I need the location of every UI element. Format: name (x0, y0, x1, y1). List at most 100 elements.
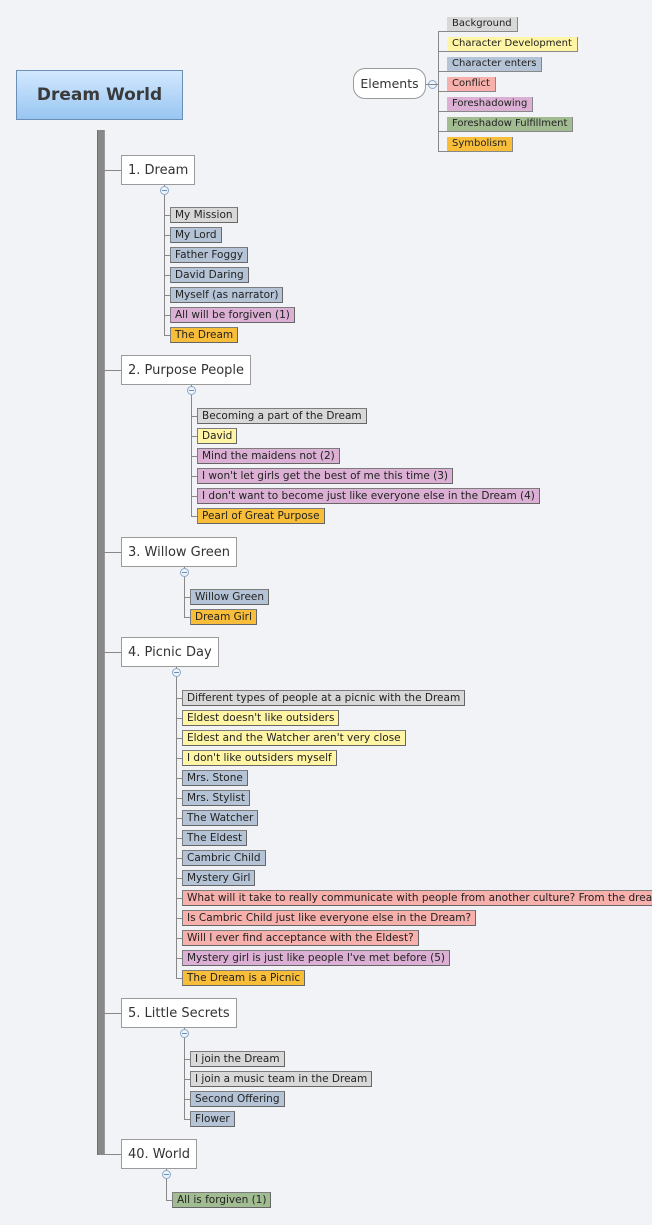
topic-connector (191, 436, 197, 437)
collapse-toggle-icon[interactable] (160, 186, 169, 195)
topic-branch-line (176, 677, 177, 978)
legend-elements-node[interactable]: Elements (353, 68, 426, 99)
legend-item-connector (438, 131, 447, 132)
topic-branch-line (164, 195, 165, 335)
topic-branch-line (184, 1038, 185, 1119)
topic-connector (164, 235, 170, 236)
chapter-connector (103, 370, 121, 371)
legend-item-connector (438, 91, 447, 92)
topic-foreshadowing[interactable]: Mystery girl is just like people I've me… (182, 950, 450, 966)
topic-connector (191, 496, 197, 497)
topic-character-enters[interactable]: The Watcher (182, 810, 259, 826)
legend-item-underline (438, 91, 568, 92)
topic-character-enters[interactable]: Cambric Child (182, 850, 266, 866)
topic-connector (191, 456, 197, 457)
chapter-connector (103, 552, 121, 553)
topic-character-development[interactable]: I don't like outsiders myself (182, 750, 337, 766)
topic-conflict[interactable]: Will I ever find acceptance with the Eld… (182, 930, 419, 946)
topic-connector (176, 758, 182, 759)
topic-symbolism[interactable]: The Dream is a Picnic (182, 970, 306, 986)
topic-connector (176, 918, 182, 919)
topic-character-enters[interactable]: My Lord (170, 227, 222, 243)
legend-item-symbolism[interactable]: Symbolism (447, 137, 513, 152)
topic-conflict[interactable]: What will it take to really communicate … (182, 890, 652, 906)
legend-item-connector (438, 31, 447, 32)
legend-item-connector (438, 51, 447, 52)
topic-connector (176, 958, 182, 959)
legend-item-foreshadow-fulfillment[interactable]: Foreshadow Fulfillment (447, 117, 574, 132)
topic-connector (176, 878, 182, 879)
topic-character-enters[interactable]: The Eldest (182, 830, 248, 846)
topic-connector (191, 516, 197, 517)
legend-item-connector (438, 111, 447, 112)
chapter-node-5[interactable]: 5. Little Secrets (121, 998, 237, 1028)
legend-item-background[interactable]: Background (447, 17, 518, 32)
topic-connector (191, 476, 197, 477)
topic-character-enters[interactable]: Mrs. Stylist (182, 790, 250, 806)
topic-background[interactable]: Becoming a part of the Dream (197, 408, 367, 424)
main-branch-line (97, 130, 105, 1155)
topic-character-development[interactable]: Eldest and the Watcher aren't very close (182, 730, 406, 746)
topic-character-enters[interactable]: Willow Green (190, 589, 270, 605)
topic-character-development[interactable]: David (197, 428, 238, 444)
legend-item-foreshadowing[interactable]: Foreshadowing (447, 97, 534, 112)
topic-connector (176, 938, 182, 939)
topic-symbolism[interactable]: The Dream (170, 327, 239, 343)
chapter-connector (103, 652, 121, 653)
legend-item-conflict[interactable]: Conflict (447, 77, 496, 92)
topic-connector (164, 275, 170, 276)
topic-foreshadow-fulfillment[interactable]: All is forgiven (1) (172, 1192, 272, 1208)
collapse-toggle-icon[interactable] (180, 1029, 189, 1038)
topic-connector (164, 215, 170, 216)
chapter-node-3[interactable]: 3. Willow Green (121, 537, 238, 567)
topic-character-development[interactable]: Eldest doesn't like outsiders (182, 710, 340, 726)
topic-connector (184, 1059, 190, 1060)
topic-symbolism[interactable]: Dream Girl (190, 609, 257, 625)
collapse-toggle-icon[interactable] (162, 1170, 171, 1179)
chapter-node-4[interactable]: 4. Picnic Day (121, 637, 219, 667)
chapter-node-2[interactable]: 2. Purpose People (121, 355, 252, 385)
legend-item-underline (438, 111, 568, 112)
topic-character-enters[interactable]: David Daring (170, 267, 249, 283)
legend-item-underline (438, 131, 568, 132)
topic-connector (184, 1099, 190, 1100)
topic-connector (176, 798, 182, 799)
topic-character-enters[interactable]: Myself (as narrator) (170, 287, 284, 303)
topic-connector (164, 315, 170, 316)
collapse-toggle-icon[interactable] (180, 568, 189, 577)
collapse-toggle-icon[interactable] (187, 386, 196, 395)
topic-connector (184, 617, 190, 618)
topic-character-enters[interactable]: Second Offering (190, 1091, 285, 1107)
topic-connector (184, 1079, 190, 1080)
chapter-node-6[interactable]: 40. World (121, 1139, 198, 1169)
topic-background[interactable]: I join a music team in the Dream (190, 1071, 373, 1087)
chapter-node-1[interactable]: 1. Dream (121, 155, 196, 185)
topic-connector (176, 698, 182, 699)
legend-item-character-enters[interactable]: Character enters (447, 57, 543, 72)
legend-item-connector (438, 151, 447, 152)
topic-foreshadowing[interactable]: I won't let girls get the best of me thi… (197, 468, 454, 484)
topic-character-enters[interactable]: Father Foggy (170, 247, 249, 263)
topic-symbolism[interactable]: Pearl of Great Purpose (197, 508, 325, 524)
topic-foreshadowing[interactable]: Mind the maidens not (2) (197, 448, 340, 464)
collapse-toggle-icon[interactable] (172, 668, 181, 677)
topic-character-enters[interactable]: Mrs. Stone (182, 770, 248, 786)
topic-background[interactable]: I join the Dream (190, 1051, 285, 1067)
topic-foreshadowing[interactable]: All will be forgiven (1) (170, 307, 295, 323)
legend-item-character-development[interactable]: Character Development (447, 37, 578, 52)
root-topic[interactable]: Dream World (16, 70, 183, 120)
topic-connector (164, 295, 170, 296)
topic-background[interactable]: My Mission (170, 207, 238, 223)
topic-conflict[interactable]: Is Cambric Child just like everyone else… (182, 910, 477, 926)
topic-character-enters[interactable]: Flower (190, 1111, 235, 1127)
topic-connector (176, 718, 182, 719)
legend-item-connector (438, 71, 447, 72)
topic-connector (164, 255, 170, 256)
topic-connector (176, 778, 182, 779)
topic-connector (191, 416, 197, 417)
topic-character-enters[interactable]: Mystery Girl (182, 870, 256, 886)
legend-item-underline (438, 31, 568, 32)
legend-item-underline (438, 71, 568, 72)
topic-foreshadowing[interactable]: I don't want to become just like everyon… (197, 488, 540, 504)
topic-background[interactable]: Different types of people at a picnic wi… (182, 690, 466, 706)
